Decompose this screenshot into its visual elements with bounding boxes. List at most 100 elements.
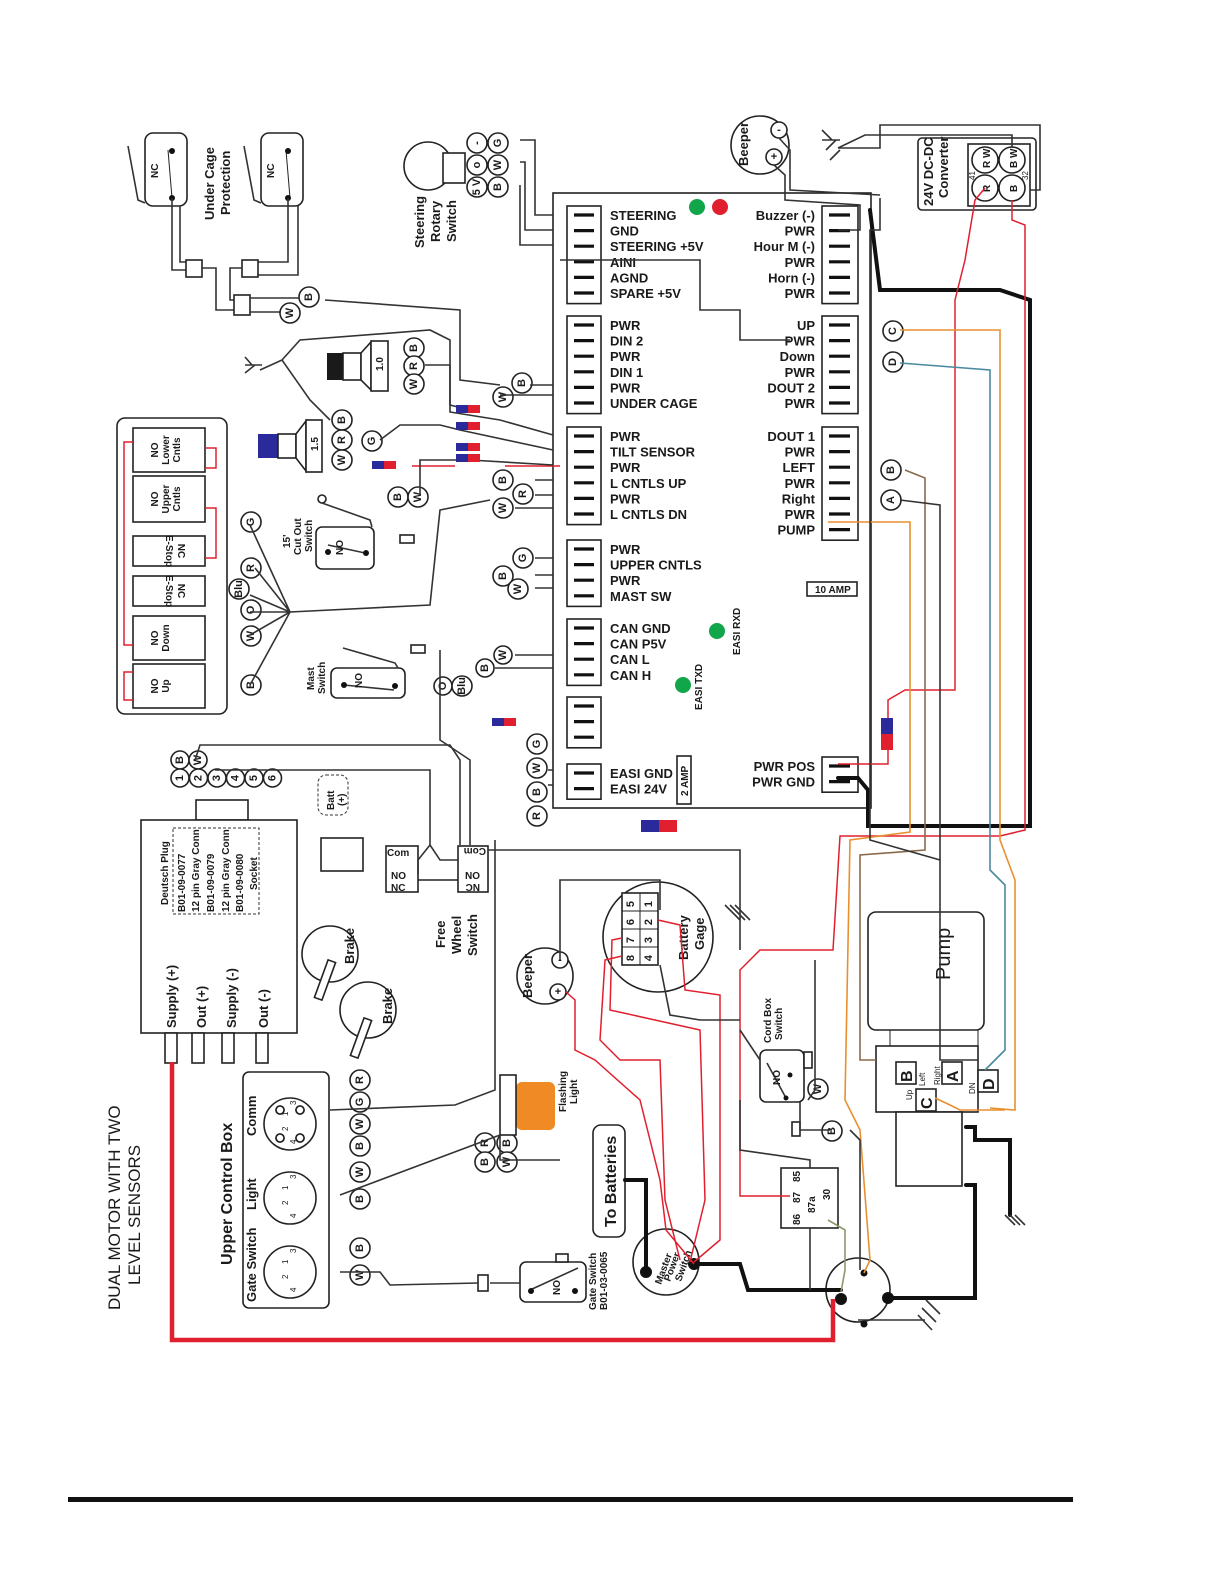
svg-text:W: W xyxy=(501,1156,513,1167)
pin-label: CAN H xyxy=(610,668,651,683)
switch-label: NO xyxy=(150,678,161,693)
svg-text:W: W xyxy=(245,630,257,641)
pin-label: Horn (-) xyxy=(768,270,815,285)
fw-left-no: NO xyxy=(391,871,406,882)
gate-connector xyxy=(263,1245,317,1299)
wire-tag: B xyxy=(474,1151,496,1173)
deutsch-note: Deutsch Plug xyxy=(160,841,171,905)
connector-blank xyxy=(566,696,602,749)
wire-tag: Blu xyxy=(228,578,250,600)
pin-label: PWR xyxy=(610,573,641,588)
diagram-title-line-1: DUAL MOTOR WITH TWO xyxy=(105,1105,124,1310)
wire-tag: R xyxy=(403,355,425,377)
svg-text:B: B xyxy=(336,416,348,424)
valve-b: B xyxy=(899,1070,916,1082)
beeper-bottom-label: Beeper xyxy=(520,954,535,998)
svg-text:G: G xyxy=(354,1098,366,1107)
gate-switch: NO Gate Switch B01-03-0065 xyxy=(477,1251,610,1310)
wire-tag: O xyxy=(433,676,453,696)
wire-tag: B xyxy=(492,565,514,587)
gate-switch-label-1: Gate Switch xyxy=(588,1253,599,1310)
pin-label: DOUT 2 xyxy=(767,380,815,395)
svg-text:B: B xyxy=(885,466,897,474)
fw-right-on: ON xyxy=(465,869,480,880)
wire-tag: C xyxy=(882,320,904,342)
pin-label: PWR xyxy=(610,349,641,364)
gage-pin: 6 xyxy=(625,919,637,925)
fuse-2a xyxy=(676,755,692,805)
pin-label: MAST SW xyxy=(610,589,672,604)
to-batteries-label: To Batteries xyxy=(603,1136,620,1227)
wire-tag: B xyxy=(880,459,902,481)
relay-85: 85 xyxy=(792,1170,803,1182)
mast-label-1: Mast xyxy=(306,667,317,690)
cutout-no: NO xyxy=(335,540,346,555)
pin-label: CAN L xyxy=(610,652,650,667)
deutsch-note: 12 pin Gray Conn xyxy=(221,829,232,912)
under-cage-protection: NC NC Under Cage Protection xyxy=(127,132,304,316)
valve-up: Up xyxy=(905,1089,914,1100)
pin-label: PWR xyxy=(610,380,641,395)
easi-rxd-led xyxy=(709,623,725,639)
master-power-switch: Master Power Switch xyxy=(632,1228,700,1296)
svg-text:B: B xyxy=(479,1158,491,1166)
relay-86: 86 xyxy=(792,1213,803,1225)
svg-text:B: B xyxy=(354,1142,366,1150)
cord-label-2: Switch xyxy=(774,1008,785,1040)
wire-tag: G xyxy=(361,430,383,452)
pin-label: PWR xyxy=(785,365,816,380)
svg-text:B: B xyxy=(516,379,528,387)
flashing-light: Flashing Light xyxy=(499,1071,580,1136)
ucb-pin-num: 4 xyxy=(289,1213,298,1218)
pin-label: PWR xyxy=(610,491,641,506)
fw-label-3: Switch xyxy=(465,914,480,956)
steering-label-2: Rotary xyxy=(428,200,443,242)
pin-label: PWR xyxy=(785,445,816,460)
gate-switch-label-2: B01-03-0065 xyxy=(599,1251,610,1310)
wire-tag: G xyxy=(487,132,509,154)
page-rule xyxy=(68,1497,1073,1502)
switch-label: NC xyxy=(175,544,186,558)
wire-tag: B xyxy=(240,674,262,696)
pin-label: L CNTLS DN xyxy=(610,507,687,522)
wire-tag: Blu xyxy=(451,675,473,697)
valve-a: A xyxy=(945,1070,962,1082)
fw-right-com: Com xyxy=(464,845,486,856)
deutsch-note: 12 pin Gray Conn xyxy=(191,829,202,912)
pin-label: SPARE +5V xyxy=(610,286,681,301)
pin-label: PWR xyxy=(610,460,641,475)
dcdc-pin-rw: R W xyxy=(982,148,993,168)
wire-tag: W xyxy=(331,449,353,471)
pin-label: PWR xyxy=(610,542,641,557)
lower-control-box xyxy=(116,417,228,715)
dcdc-converter: 24V DC-DC Converter R W B W R B 41 32 xyxy=(917,137,1037,211)
sw-upper-cntls xyxy=(132,475,206,523)
switch-label: Upper xyxy=(161,484,172,513)
wire-tag: 5 V xyxy=(466,176,488,198)
svg-text:5: 5 xyxy=(248,775,260,781)
switch-label: Cntls xyxy=(172,486,183,511)
svg-text:G: G xyxy=(366,437,378,446)
wire-tag: B xyxy=(349,1135,371,1157)
under-cage-switch-2 xyxy=(260,132,304,207)
gage-pin: 2 xyxy=(643,919,655,925)
ground-symbols xyxy=(244,129,1026,1331)
svg-text:W: W xyxy=(354,1118,366,1129)
diagram-title-line-2: LEVEL SENSORS xyxy=(125,1145,144,1285)
wire-tag: B xyxy=(487,176,509,198)
upper-control-box-title: Upper Control Box xyxy=(219,1123,236,1265)
pin-label: Buzzer (-) xyxy=(756,208,815,223)
svg-text:4: 4 xyxy=(230,774,242,781)
deutsch-terminal: Out (-) xyxy=(256,989,271,1028)
wire-tag: R xyxy=(331,429,353,451)
pin-label: UPPER CNTLS xyxy=(610,558,702,573)
pin-label: PWR xyxy=(610,318,641,333)
svg-text:o: o xyxy=(471,161,483,168)
svg-text:A: A xyxy=(885,496,897,504)
gate-no: NO xyxy=(552,1280,563,1295)
dcdc-label-1: 24V DC-DC xyxy=(921,137,936,206)
batt-label: Batt xyxy=(326,790,337,810)
level-sensor-1-5: 1.5 xyxy=(258,418,323,474)
pin-label: L CNTLS UP xyxy=(610,476,687,491)
svg-text:B: B xyxy=(354,1244,366,1252)
